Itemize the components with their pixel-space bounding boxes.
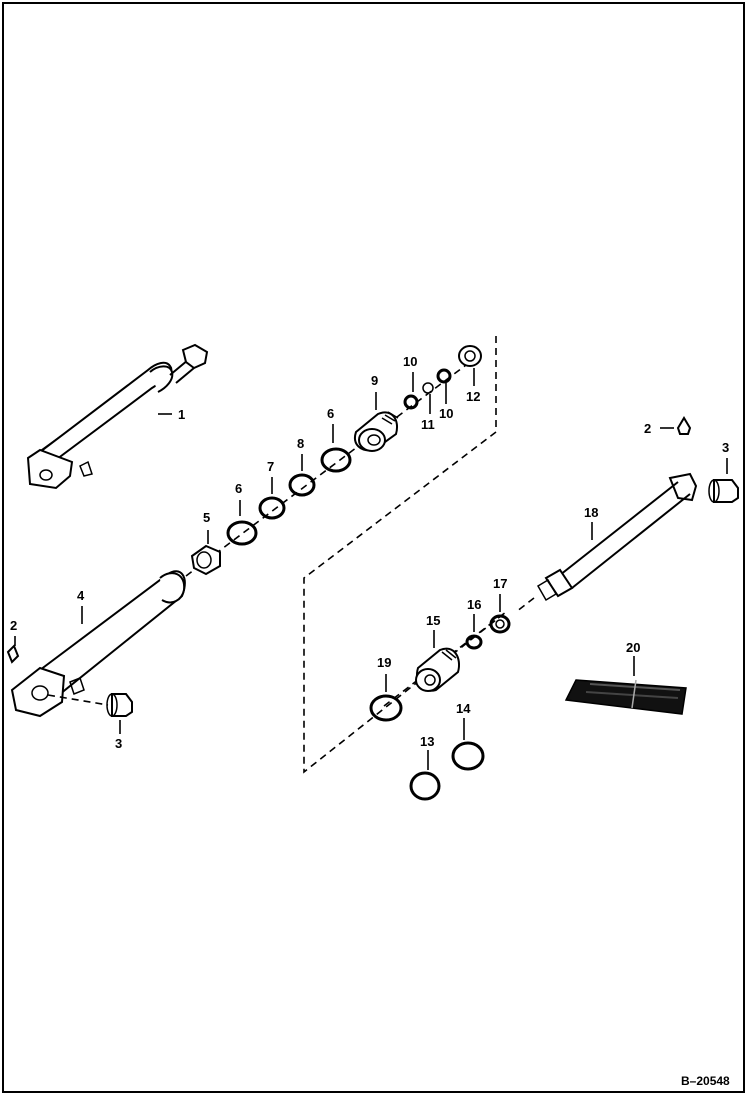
callout-10-upper: 10 — [403, 354, 417, 369]
callout-5: 5 — [203, 510, 210, 525]
part-6-ring-upper: 6 — [320, 406, 352, 473]
part-12-wiper: 12 — [458, 345, 482, 404]
callout-13: 13 — [420, 734, 434, 749]
part-8-ring: 8 — [288, 436, 316, 497]
callout-1: 1 — [178, 407, 185, 422]
callout-3-left: 3 — [115, 736, 122, 751]
callout-14: 14 — [456, 701, 471, 716]
explode-bracket — [303, 336, 507, 774]
part-5-nut: 5 — [190, 510, 221, 576]
part-3-bushing-right: 3 — [708, 440, 739, 503]
part-4-barrel: 4 — [10, 570, 186, 718]
callout-18: 18 — [584, 505, 598, 520]
part-19-ring: 19 — [369, 655, 403, 722]
callout-2-left: 2 — [10, 618, 17, 633]
callout-3-right: 3 — [722, 440, 729, 455]
part-16-ring: 16 — [465, 597, 483, 650]
callout-17: 17 — [493, 576, 507, 591]
part-15-piston: 15 — [415, 613, 460, 692]
callout-12: 12 — [466, 389, 480, 404]
part-14-ring: 14 — [451, 701, 485, 771]
part-3-bushing-left: 3 — [47, 693, 133, 751]
part-17-ring: 17 — [489, 576, 511, 634]
part-9-gland: 9 — [354, 373, 399, 452]
callout-4: 4 — [77, 588, 85, 603]
callout-7: 7 — [267, 459, 274, 474]
callout-8: 8 — [297, 436, 304, 451]
callout-15: 15 — [426, 613, 440, 628]
callout-6-lower: 6 — [235, 481, 242, 496]
part-11-ring: 11 — [421, 382, 435, 432]
part-13-ring: 13 — [409, 734, 441, 801]
callout-6-upper: 6 — [327, 406, 334, 421]
part-6-ring-lower: 6 — [226, 481, 258, 546]
callout-20: 20 — [626, 640, 640, 655]
part-2-grease-fitting-left: 2 — [6, 618, 20, 664]
callout-11: 11 — [421, 417, 435, 432]
part-18-rod: 18 — [515, 472, 698, 613]
callout-19: 19 — [377, 655, 391, 670]
figure-reference: B–20548 — [681, 1074, 730, 1088]
part-10-ring-upper: 10 — [436, 368, 453, 421]
part-10-ring-lower: 10 — [403, 354, 419, 410]
callout-9: 9 — [371, 373, 378, 388]
part-1-cylinder-assembly: 1 — [26, 343, 209, 490]
part-7-ring: 7 — [258, 459, 286, 520]
part-20-seal-kit: 20 — [564, 640, 687, 715]
callout-2-right: 2 — [644, 421, 651, 436]
callout-10-lower: 10 — [439, 406, 453, 421]
part-2-grease-fitting-right: 2 — [644, 416, 692, 436]
callout-16: 16 — [467, 597, 481, 612]
